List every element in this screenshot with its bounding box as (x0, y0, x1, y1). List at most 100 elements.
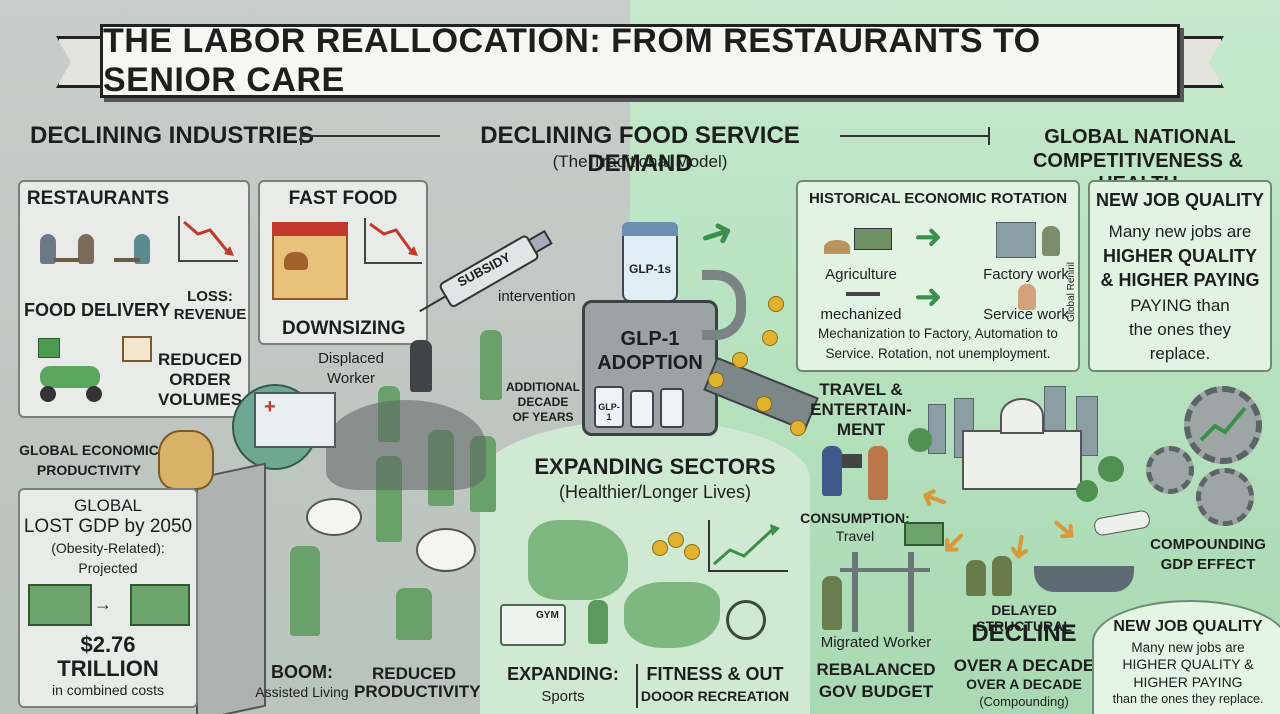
page-title: THE LABOR REALLOCATION: FROM RESTAURANTS… (103, 22, 1041, 99)
loss-chart-icon (178, 216, 238, 262)
expanding-title: EXPANDING SECTORS (534, 454, 776, 479)
delayed-line-2: DECLINE (971, 620, 1077, 647)
rotation-arrow-icon: ➜ (914, 218, 943, 256)
coin-icon (708, 372, 724, 388)
additional-line-2: DECADE (517, 395, 569, 409)
expanding-divider (636, 664, 638, 708)
capitol-building-icon (962, 430, 1082, 490)
new-job-top-line-5: the ones they (1128, 320, 1232, 339)
tree-icon (908, 428, 932, 452)
travel-title-line-1: TRAVEL & (819, 380, 903, 399)
diners-illustration (34, 222, 164, 282)
factory-icon (996, 222, 1036, 258)
bridge-icon (840, 552, 930, 632)
rotation-title: HISTORICAL ECONOMIC ROTATION (808, 190, 1068, 207)
loss-line-1: LOSS: (187, 288, 233, 305)
europe-map-icon (624, 582, 720, 648)
hay-icon (824, 240, 850, 254)
new-job-top-line-6: replace. (1149, 344, 1211, 363)
downsizing-label: DOWNSIZING (282, 318, 406, 339)
compounding-line-2: GDP EFFECT (1160, 556, 1256, 573)
worker-icon (396, 588, 432, 640)
capitol-dome-icon (1000, 398, 1044, 434)
lost-gdp-label: LOST GDP by 2050 (23, 516, 193, 537)
coin-icon (756, 396, 772, 412)
fast-food-title: FAST FOOD (288, 188, 398, 209)
scooter-icon (40, 366, 100, 388)
new-job-bottom-line-2: HIGHER QUALITY & (1122, 656, 1254, 672)
consumption-label: CONSUMPTION: (800, 510, 910, 526)
machine-line-1: GLP-1 (620, 328, 680, 350)
compounding-line-1: COMPOUNDING (1150, 536, 1266, 553)
delivery-box-icon (38, 338, 60, 358)
worker-icon (410, 340, 432, 392)
gamer-icon (822, 446, 842, 496)
vial-label: GLP-1s (628, 262, 671, 276)
header-connector-left (300, 135, 440, 137)
building-icon (928, 404, 946, 454)
agriculture-label: Agriculture (825, 266, 897, 283)
tool-icon (846, 292, 880, 296)
header-connector-tick-right (988, 127, 990, 145)
ship-icon (1034, 566, 1134, 592)
vial-cap-icon (622, 222, 678, 236)
fitness-line-2: DOOOR RECREATION (640, 688, 790, 704)
bridge-tower-icon (852, 552, 858, 632)
boom-title: BOOM: (271, 662, 333, 682)
soldier-icon (992, 556, 1012, 596)
small-vial-icon (630, 390, 654, 428)
worker-icon (480, 330, 502, 400)
travel-title-line-2: ENTERTAIN- (810, 400, 912, 419)
traveler-icon (868, 446, 888, 500)
delayed-line-3: OVER A DECADE (953, 656, 1095, 675)
loss-line-2: REVENUE (173, 306, 247, 323)
order-slip-icon (122, 336, 152, 362)
reduced-orders-line-1: REDUCED (157, 350, 243, 369)
combined-costs-label: in combined costs (51, 682, 165, 698)
new-job-bottom-line-4: than the ones they replace. (1112, 692, 1264, 706)
food-delivery-label: FOOD DELIVERY (24, 300, 171, 320)
rebalanced-line-1: REBALANCED (816, 660, 936, 679)
reduced-orders-line-2: ORDER (169, 370, 231, 389)
sports-label: Sports (541, 688, 585, 705)
coin-icon (732, 352, 748, 368)
rubble-pile (326, 400, 486, 490)
red-cross-icon: + (264, 396, 276, 418)
traditional-model-label: (The Traditional Model) (552, 152, 728, 171)
new-job-top-line-3: & HIGHER PAYING (1100, 270, 1260, 290)
down-trend-icon (369, 222, 418, 256)
reduced-productivity-line-2: PRODUCTIVITY (354, 682, 481, 701)
tennis-racket-icon (726, 600, 766, 640)
new-job-top-title: NEW JOB QUALITY (1095, 190, 1264, 210)
rebalanced-line-2: GOV BUDGET (818, 682, 934, 701)
machine-pipe-icon (702, 270, 746, 340)
factory-label: Factory work (983, 266, 1069, 283)
header-connector-tick-left (300, 127, 302, 145)
factory-worker-icon (1042, 226, 1060, 256)
reduced-orders-line-3: VOLUMES (157, 390, 243, 409)
additional-line-3: OF YEARS (512, 410, 574, 424)
fitness-line-1: FITNESS & OUT (646, 664, 784, 684)
new-job-bottom-title: NEW JOB QUALITY (1113, 618, 1263, 635)
additional-line-1: ADDITIONAL (506, 380, 580, 394)
new-job-bottom-line-1: Many new jobs are (1131, 640, 1245, 655)
new-job-top-line-2: HIGHER QUALITY (1102, 246, 1257, 266)
expanding-label: EXPANDING: (507, 664, 619, 684)
displaced-line-1: Displaced (318, 350, 384, 367)
syringe-icon (419, 229, 553, 313)
new-job-top-line-1: Many new jobs are (1108, 222, 1252, 241)
cash-stack-icon (130, 584, 190, 626)
migrated-worker-label: Migrated Worker (820, 634, 932, 651)
diner-icon (78, 234, 94, 264)
restaurants-panel (18, 180, 250, 418)
athlete-icon (588, 600, 608, 644)
gym-card-icon: GYM (500, 604, 566, 646)
hospital-icon: + (254, 392, 336, 448)
coin-icon (790, 420, 806, 436)
gear-icon (1184, 386, 1262, 464)
growth-chart-icon (708, 520, 788, 572)
delivery-scooter-illustration (30, 336, 110, 406)
bridge-tower-icon (908, 552, 914, 632)
projected-label: Projected (78, 560, 138, 576)
declining-demand-label: DECLINING FOOD SERVICE DEMAND (480, 122, 800, 177)
